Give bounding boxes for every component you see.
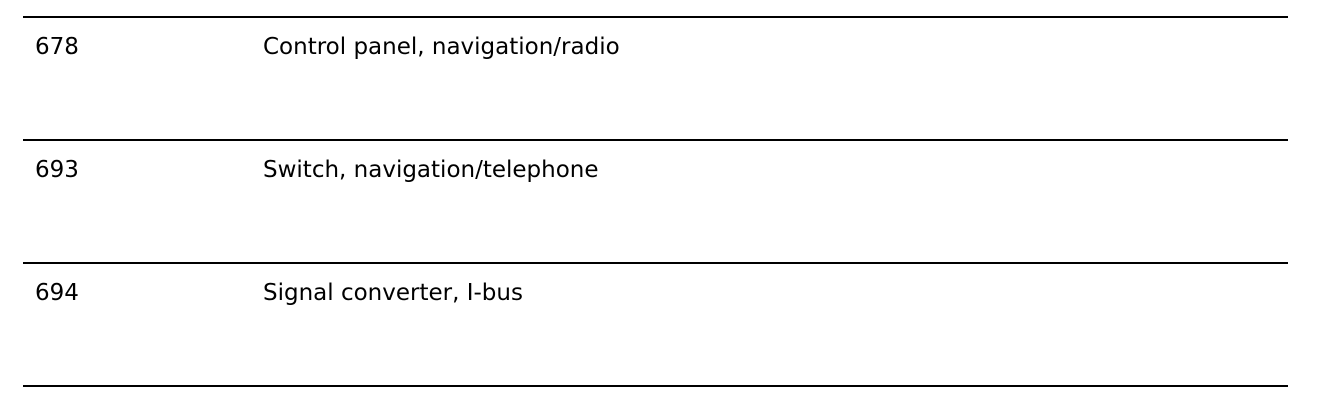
part-description: Control panel, navigation/radio	[263, 34, 620, 60]
table-row: 678 Control panel, navigation/radio	[23, 16, 1288, 139]
part-description: Switch, navigation/telephone	[263, 157, 599, 183]
table-row: 693 Switch, navigation/telephone	[23, 139, 1288, 262]
table-bottom-rule	[23, 385, 1288, 387]
part-code: 693	[35, 157, 79, 183]
part-code: 678	[35, 34, 79, 60]
table-row: 694 Signal converter, I-bus	[23, 262, 1288, 385]
part-code: 694	[35, 280, 79, 306]
parts-table: 678 Control panel, navigation/radio 693 …	[23, 16, 1288, 387]
part-description: Signal converter, I-bus	[263, 280, 523, 306]
